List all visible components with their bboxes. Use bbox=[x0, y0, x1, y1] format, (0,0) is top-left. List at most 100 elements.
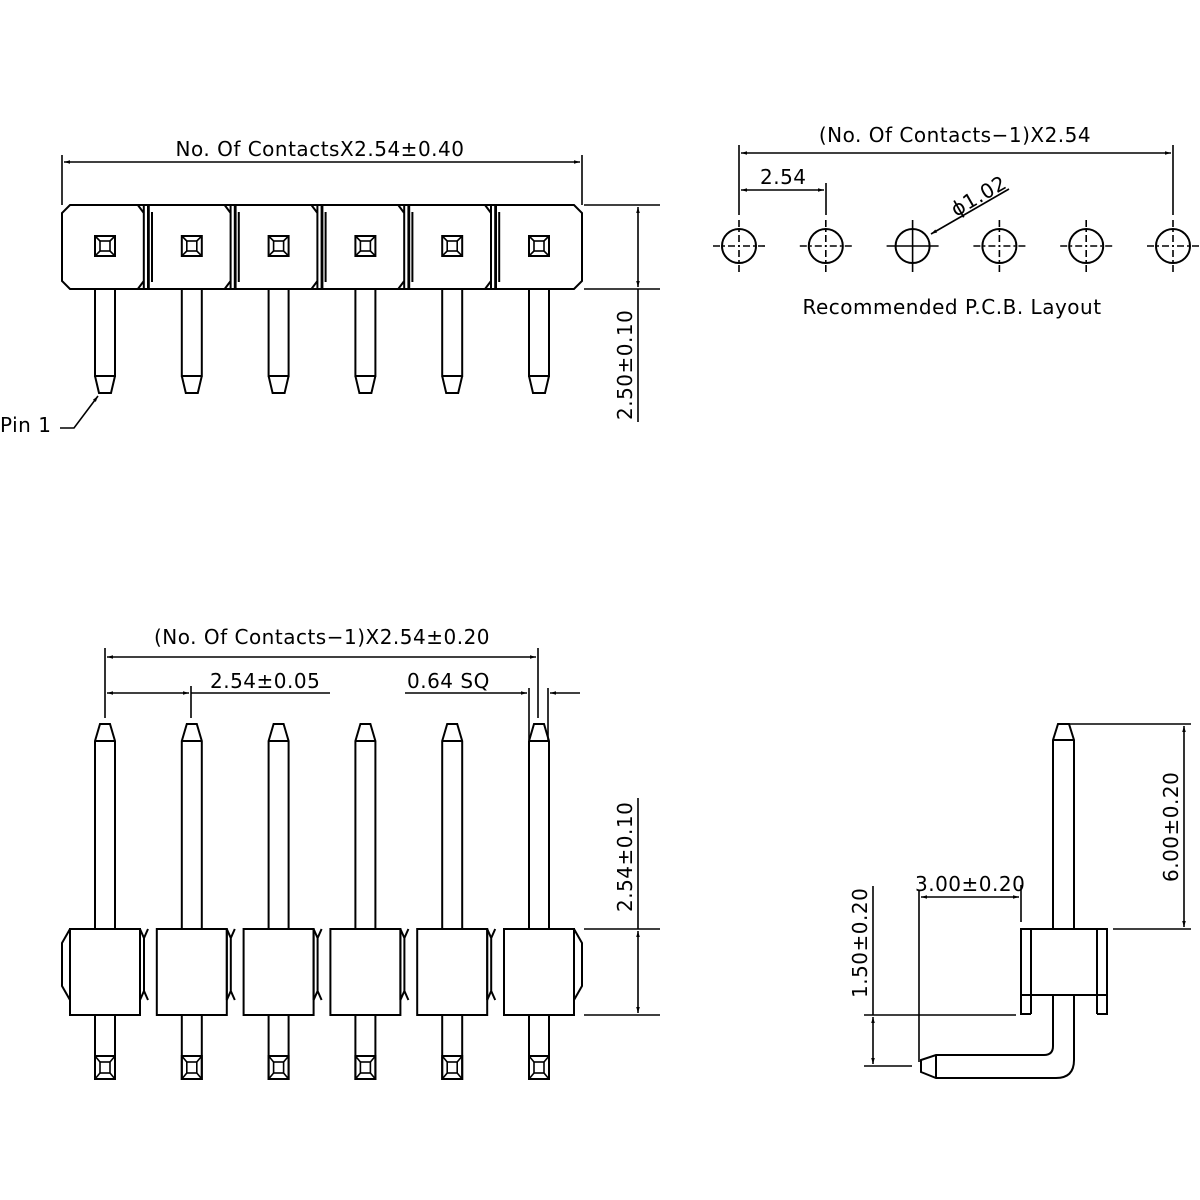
housing-joint bbox=[223, 204, 232, 290]
pin-end-chamfer bbox=[94, 235, 116, 257]
pin-end-chamfer bbox=[94, 1055, 116, 1080]
front-view: (No. Of Contacts−1)X2.54±0.20 2.54±0.05 … bbox=[61, 625, 660, 1080]
housing bbox=[416, 928, 489, 1016]
pin-end-square bbox=[94, 235, 116, 257]
housing-joint bbox=[225, 928, 236, 1001]
pin-end-inner bbox=[186, 240, 198, 252]
pcb-span-dimension: (No. Of Contacts−1)X2.54 bbox=[738, 123, 1174, 215]
top-view: No. Of ContactsX2.54±0.40 2.50±0.10 Pin … bbox=[0, 137, 660, 437]
pin bbox=[528, 289, 550, 394]
pin-upper bbox=[528, 723, 550, 929]
hole-circle bbox=[721, 228, 757, 264]
housing bbox=[147, 204, 236, 290]
pcb-hole bbox=[886, 220, 939, 272]
pin-end-square bbox=[354, 1055, 377, 1080]
pin-end-inner bbox=[533, 1061, 545, 1074]
housing bbox=[234, 204, 323, 290]
pin-upper bbox=[180, 723, 203, 929]
front-view-height-label: 2.54±0.10 bbox=[613, 802, 637, 912]
side-view-bend-offset-label: 1.50±0.20 bbox=[848, 888, 872, 998]
pin-end-square bbox=[441, 1055, 464, 1080]
housing-bevel bbox=[573, 928, 583, 1001]
housing bbox=[321, 204, 410, 290]
pcb-hole bbox=[1147, 220, 1199, 272]
pin-end-square bbox=[528, 1055, 550, 1080]
pcb-holes bbox=[713, 220, 1199, 272]
side-view-pin-height-dimension: 6.00±0.20 bbox=[1062, 723, 1191, 930]
pin-end-square bbox=[354, 235, 377, 257]
pin-upper bbox=[354, 723, 377, 929]
pin-end-inner bbox=[99, 240, 111, 252]
pin1-label: Pin 1 bbox=[0, 413, 51, 437]
pin bbox=[180, 289, 203, 394]
side-view: 6.00±0.20 3.00±0.20 1.50±0.20 bbox=[848, 723, 1191, 1079]
pin-end-chamfer bbox=[267, 1055, 290, 1080]
pin-end-square bbox=[528, 235, 550, 257]
housing bbox=[155, 928, 228, 1016]
front-view-span-dimension: (No. Of Contacts−1)X2.54±0.20 bbox=[104, 625, 539, 718]
pcb-hole bbox=[973, 220, 1026, 272]
pin-end-inner bbox=[359, 240, 372, 252]
front-view-span-label: (No. Of Contacts−1)X2.54±0.20 bbox=[154, 625, 490, 649]
pin-upper bbox=[441, 723, 464, 929]
pcb-hole-diameter-label: ϕ1.02 bbox=[947, 170, 1011, 221]
side-view-upper-pin bbox=[1052, 723, 1075, 929]
hole-circle bbox=[1155, 228, 1191, 264]
housing-joint bbox=[484, 204, 492, 290]
housing-joint bbox=[399, 928, 410, 1001]
housing-joint bbox=[137, 204, 145, 290]
pin-end-chamfer bbox=[354, 1055, 377, 1080]
pcb-hole bbox=[799, 220, 852, 272]
pin-end-square bbox=[180, 1055, 203, 1080]
pin-end-inner bbox=[446, 240, 459, 252]
housing bbox=[329, 928, 402, 1016]
pin bbox=[94, 289, 116, 394]
pin-end-square bbox=[441, 235, 464, 257]
top-view-height-dimension: 2.50±0.10 bbox=[584, 204, 660, 422]
side-view-bent-pin bbox=[920, 995, 1075, 1079]
pin1-callout: Pin 1 bbox=[0, 395, 99, 437]
pin-end-inner bbox=[359, 1061, 372, 1074]
housing bbox=[242, 928, 315, 1016]
front-view-pin-size-label: 0.64 SQ bbox=[407, 669, 490, 693]
pin bbox=[267, 289, 290, 394]
pcb-pitch-label: 2.54 bbox=[760, 165, 807, 189]
pin-upper bbox=[267, 723, 290, 929]
pin-end-inner bbox=[533, 240, 545, 252]
pin-end-square bbox=[94, 1055, 116, 1080]
pin-end-chamfer bbox=[441, 235, 463, 257]
housing-joint bbox=[397, 204, 406, 290]
pin-lower bbox=[528, 1015, 550, 1080]
hole-circle bbox=[1068, 228, 1105, 264]
pin-lower bbox=[94, 1015, 116, 1080]
pin-end-square bbox=[267, 1055, 290, 1080]
pin-end-square bbox=[180, 235, 203, 257]
hole-circle bbox=[807, 228, 844, 264]
pcb-pitch-dimension: 2.54 bbox=[741, 165, 827, 215]
pin-lower bbox=[441, 1015, 464, 1080]
front-view-height-dimension: 2.54±0.10 bbox=[584, 798, 660, 1016]
housing-joint bbox=[139, 928, 149, 1001]
side-view-bend-length-dimension: 3.00±0.20 bbox=[915, 872, 1025, 1062]
top-view-pins bbox=[94, 289, 550, 394]
housing bbox=[503, 928, 575, 1016]
front-view-pitch-label: 2.54±0.05 bbox=[210, 669, 320, 693]
pcb-hole bbox=[1060, 220, 1113, 272]
pin-end-square bbox=[267, 235, 290, 257]
pin-end-chamfer bbox=[268, 235, 290, 257]
pcb-layout-caption: Recommended P.C.B. Layout bbox=[802, 295, 1101, 319]
pin-end-chamfer bbox=[441, 1055, 463, 1080]
housing-joint bbox=[310, 204, 319, 290]
pin-end-chamfer bbox=[528, 235, 550, 257]
pin-end-inner bbox=[186, 1061, 198, 1074]
pcb-hole bbox=[713, 220, 765, 272]
top-view-housings bbox=[61, 204, 583, 290]
pin-end-inner bbox=[272, 1061, 285, 1074]
side-view-housing bbox=[1020, 928, 1108, 996]
side-view-pin-height-label: 6.00±0.20 bbox=[1159, 772, 1183, 882]
housing-joint bbox=[486, 928, 497, 1001]
pin bbox=[441, 289, 464, 394]
side-view-bend-offset-dimension: 1.50±0.20 bbox=[848, 886, 1016, 1067]
front-view-pitch-dimension: 2.54±0.05 bbox=[107, 669, 330, 718]
top-view-height-label: 2.50±0.10 bbox=[613, 310, 637, 420]
